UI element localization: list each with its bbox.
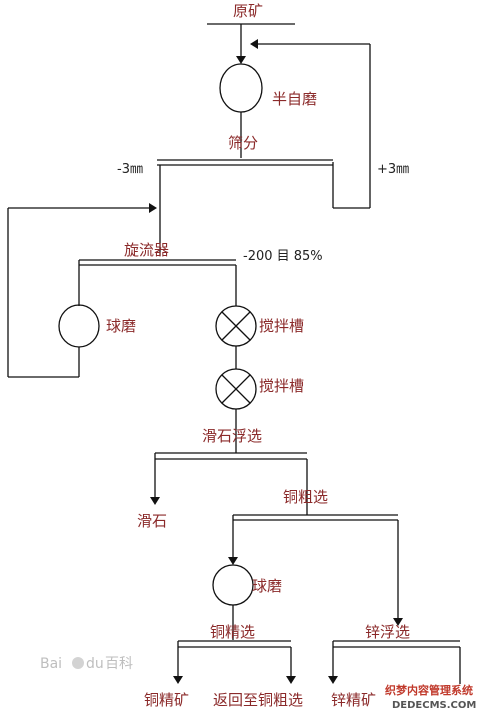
zinc-concentrate-label: 锌精矿 [331,691,376,709]
talc-flotation-label: 滑石浮选 [202,427,262,445]
ball-mill-label: 球磨 [106,317,136,335]
agitator-label: 搅拌槽 [259,317,304,335]
feed-arrow [236,56,246,64]
paw-icon [72,657,84,669]
zn-conc-arrow [328,676,338,684]
cu-conc-arrow [173,676,183,684]
copper-rougher-label: 铜粗选 [283,488,328,506]
zinc-flotation-label: 锌浮选 [365,623,410,641]
return-arrow [149,203,157,213]
sag-mill-label: 半自磨 [272,90,317,108]
ball-mill-icon [58,304,100,348]
copper-concentrate-label: 铜精矿 [144,691,189,709]
undersize-label: -3㎜ [117,162,143,177]
sag-mill-icon [219,63,263,113]
copper-cleaner-label: 铜精选 [210,623,255,641]
size-spec-label: -200 目 85% [243,249,323,264]
baidu-text: Bai [40,656,62,672]
raw-ore-label: 原矿 [233,2,263,20]
agitator-cross-b [221,311,251,341]
talc-arrow [150,497,160,505]
return-rougher-arrow [286,676,296,684]
agitator-cross-b [221,374,251,404]
baidu-baike-watermark: Bai du 百科 [40,656,133,672]
baike-text: 百科 [105,656,133,672]
regrind-mill-label: 球磨 [252,577,282,595]
dedecms-watermark: 织梦内容管理系统 DEDECMS.COM [385,683,476,711]
baidu-paw-text: du [86,656,104,672]
return-to-rougher-label: 返回至铜粗选 [213,691,303,709]
zinc-feed-arrow [393,618,403,626]
oversize-label: +3㎜ [377,162,409,177]
recycle-arrow [250,39,258,49]
rougher-arrow [228,557,238,565]
site-en-text: DEDECMS.COM [392,700,476,711]
agitator-label: 搅拌槽 [259,377,304,395]
talc-label: 滑石 [137,512,167,530]
regrind-mill-icon [212,564,254,606]
screening-label: 筛分 [228,134,258,152]
site-cn-text: 织梦内容管理系统 [385,683,473,697]
cyclone-label: 旋流器 [124,241,169,259]
